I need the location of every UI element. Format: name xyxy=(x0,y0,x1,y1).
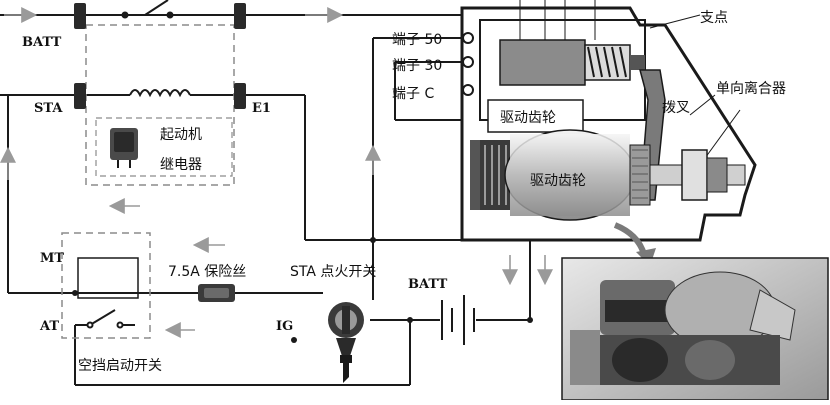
current-flow-arrows xyxy=(0,7,553,338)
ig-label: IG xyxy=(276,319,293,334)
ignition-switch-icon xyxy=(328,302,364,383)
starter-photo xyxy=(561,257,829,401)
neutral-switch-dashed-box xyxy=(61,232,151,339)
e1-label: E1 xyxy=(252,101,271,116)
at-label: AT xyxy=(39,319,59,334)
drive-gear-label-top: 驱动齿轮 xyxy=(500,110,556,126)
junction-dots xyxy=(72,237,533,343)
fuse-icon xyxy=(198,284,235,302)
fuse-label: 7.5A 保险丝 xyxy=(168,264,246,280)
neutral-switch-inner-box xyxy=(77,257,139,299)
drive-gear-label-motor: 驱动齿轮 xyxy=(530,173,586,189)
leader-lines xyxy=(519,0,741,166)
neutral-switch-contact xyxy=(75,309,135,329)
motor-armature xyxy=(470,129,746,221)
shift-fork-label: 拨叉 xyxy=(662,100,690,116)
sta-ignition-label: STA 点火开关 xyxy=(290,264,376,280)
drive-gear-label-box xyxy=(487,99,584,133)
terminal-c-label: 端子 C xyxy=(392,86,434,102)
sta-label: STA xyxy=(34,101,63,116)
batt-bottom-label: BATT xyxy=(408,277,448,292)
connector-blocks xyxy=(74,3,246,109)
one-way-clutch-label: 单向离合器 xyxy=(716,80,786,97)
terminal-posts xyxy=(462,32,474,96)
mt-label: MT xyxy=(40,251,64,266)
relay-coil xyxy=(129,89,191,98)
neutral-switch-label: 空挡启动开关 xyxy=(78,358,162,374)
relay-label-line2: 继电器 xyxy=(160,157,202,173)
circuit-wires xyxy=(0,14,560,386)
battery-icon xyxy=(441,295,475,345)
solenoid-coil xyxy=(499,39,645,86)
relay-label-line1: 起动机 xyxy=(160,127,202,143)
relay-inner-dashed-box xyxy=(95,117,233,177)
terminal-50-label: 端子 50 xyxy=(392,32,442,48)
relay-icon xyxy=(110,128,138,168)
terminal-30-label: 端子 30 xyxy=(392,58,442,74)
relay-contact-switch xyxy=(121,0,174,19)
batt-top-label: BATT xyxy=(22,35,62,50)
pivot-label: 支点 xyxy=(700,10,728,26)
